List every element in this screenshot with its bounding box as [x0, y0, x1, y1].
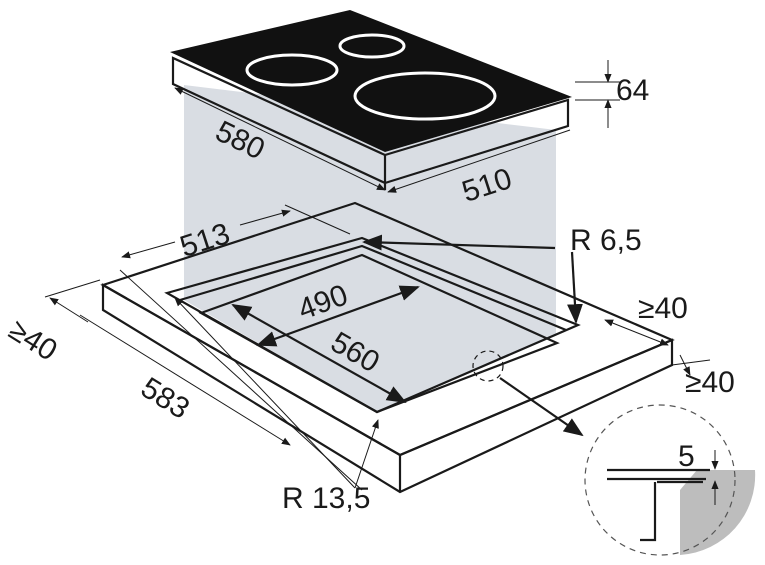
dimension-lines: [44, 60, 711, 491]
burner-small: [338, 33, 406, 59]
detail-circle: [584, 404, 736, 556]
burner-left: [245, 53, 339, 87]
detail-countertop-section: [680, 470, 756, 555]
radius-large-label: R 13,5: [282, 482, 370, 515]
radius-small-label: R 6,5: [570, 224, 642, 257]
rebate-depth-label: 5: [678, 440, 695, 473]
detail-marker-circle: [472, 350, 504, 382]
clearance-left-label: ≥40: [3, 313, 63, 367]
outer-length-label: 583: [135, 371, 195, 426]
detail-callout: [472, 350, 756, 556]
clearance-front-label: ≥40: [685, 366, 735, 399]
clearance-right-label: ≥40: [638, 292, 688, 325]
cooktop-height-label: 64: [616, 74, 649, 107]
